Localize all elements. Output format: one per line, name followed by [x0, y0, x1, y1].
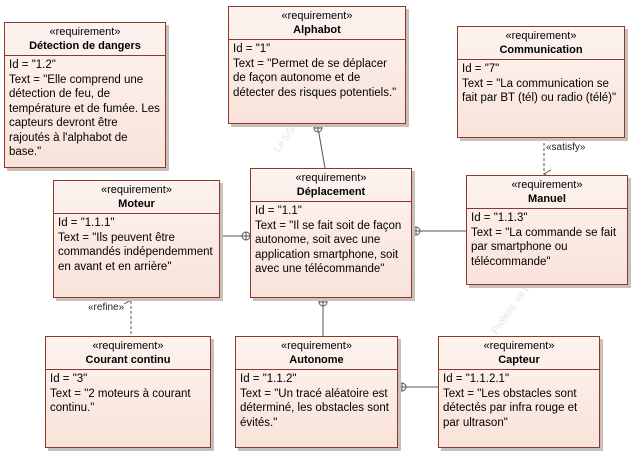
requirement-name: Capteur	[498, 354, 540, 366]
stereotype-label: «requirement»	[281, 10, 353, 22]
requirement-id: Id = "1"	[233, 43, 271, 55]
requirement-header: «requirement» Communication	[458, 27, 624, 60]
requirement-body: Id = "1.1.1" Text = "Ils peuvent être co…	[54, 214, 219, 276]
stereotype-label: «requirement»	[101, 184, 172, 196]
requirement-name: Alphabot	[293, 24, 341, 36]
requirement-id: Id = "1.2"	[9, 59, 56, 71]
requirement-body: Id = "1.1.2.1" Text = "Les obstacles son…	[439, 370, 599, 432]
requirement-header: «requirement» Moteur	[54, 181, 219, 214]
requirement-detection-de-dangers[interactable]: «requirement» Détection de dangers Id = …	[4, 22, 166, 168]
requirement-name: Déplacement	[296, 186, 366, 198]
stereotype-label: «requirement»	[511, 179, 583, 191]
requirement-id: Id = "1.1.2"	[240, 373, 297, 385]
refine-label: «refine»	[88, 302, 125, 313]
requirement-header: «requirement» Courant continu	[46, 337, 210, 370]
requirement-header: «requirement» Manuel	[467, 176, 627, 209]
containment-alphabot-deplacement	[317, 127, 326, 169]
stereotype-label: «requirement»	[281, 340, 352, 352]
requirement-header: «requirement» Capteur	[439, 337, 599, 370]
requirement-text: Text = "Ils peuvent être commandés indép…	[58, 231, 213, 273]
requirement-courant-continu[interactable]: «requirement» Courant continu Id = "3" T…	[45, 336, 211, 448]
requirement-id: Id = "3"	[50, 373, 88, 385]
requirement-id: Id = "7"	[462, 63, 500, 75]
requirement-text: Text = "Un tracé aléatoire est déterminé…	[240, 387, 389, 429]
requirement-capteur[interactable]: «requirement» Capteur Id = "1.1.2.1" Tex…	[438, 336, 600, 448]
containment-circle-icon	[241, 123, 421, 392]
requirement-header: «requirement» Autonome	[236, 337, 397, 370]
requirement-moteur[interactable]: «requirement» Moteur Id = "1.1.1" Text =…	[53, 180, 220, 298]
requirement-manuel[interactable]: «requirement» Manuel Id = "1.1.3" Text =…	[466, 175, 628, 285]
requirement-id: Id = "1.1"	[255, 205, 302, 217]
requirement-name: Manuel	[528, 193, 566, 205]
requirement-header: «requirement» Détection de dangers	[5, 23, 165, 56]
requirement-body: Id = "3" Text = "2 moteurs à courant con…	[46, 370, 210, 418]
requirement-text: Text = "2 moteurs à courant continu."	[50, 387, 191, 415]
satisfy-label: «satisfy»	[546, 142, 586, 153]
requirement-id: Id = "1.1.1"	[58, 217, 115, 229]
requirement-header: «requirement» Alphabot	[229, 7, 405, 40]
stereotype-label: «requirement»	[92, 340, 164, 352]
requirement-alphabot[interactable]: «requirement» Alphabot Id = "1" Text = "…	[228, 6, 406, 124]
requirement-text: Text = "La communication se fait par BT …	[462, 77, 617, 105]
requirement-autonome[interactable]: «requirement» Autonome Id = "1.1.2" Text…	[235, 336, 398, 448]
requirement-name: Détection de dangers	[29, 40, 141, 52]
requirement-body: Id = "1.1.2" Text = "Un tracé aléatoire …	[236, 370, 397, 432]
stereotype-label: «requirement»	[49, 26, 121, 38]
requirement-text: Text = "Les obstacles sont détectés par …	[443, 387, 578, 429]
requirement-id: Id = "1.1.3"	[471, 212, 528, 224]
stereotype-label: «requirement»	[295, 172, 367, 184]
requirement-communication[interactable]: «requirement» Communication Id = "7" Tex…	[457, 26, 625, 138]
requirement-name: Moteur	[118, 198, 155, 210]
requirement-body: Id = "7" Text = "La communication se fai…	[458, 60, 624, 108]
requirement-header: «requirement» Déplacement	[251, 169, 411, 202]
requirement-text: Text = "Permet de se déplacer de façon a…	[233, 57, 397, 99]
stereotype-label: «requirement»	[483, 340, 555, 352]
requirement-name: Courant continu	[85, 354, 171, 366]
requirement-body: Id = "1" Text = "Permet de se déplacer d…	[229, 40, 405, 102]
requirement-text: Text = "Il se fait soit de façon autonom…	[255, 219, 402, 276]
requirement-name: Communication	[499, 44, 583, 56]
requirement-text: Text = "Elle comprend une détection de f…	[9, 73, 160, 159]
requirement-body: Id = "1.1.3" Text = "La commande se fait…	[467, 209, 627, 271]
requirement-body: Id = "1.2" Text = "Elle comprend une dét…	[5, 56, 165, 162]
requirement-text: Text = "La commande se fait par smartpho…	[471, 226, 617, 268]
requirement-body: Id = "1.1" Text = "Il se fait soit de fa…	[251, 202, 411, 279]
requirement-name: Autonome	[289, 354, 344, 366]
requirement-deplacement[interactable]: «requirement» Déplacement Id = "1.1" Tex…	[250, 168, 412, 298]
requirement-id: Id = "1.1.2.1"	[443, 373, 510, 385]
stereotype-label: «requirement»	[505, 30, 577, 42]
